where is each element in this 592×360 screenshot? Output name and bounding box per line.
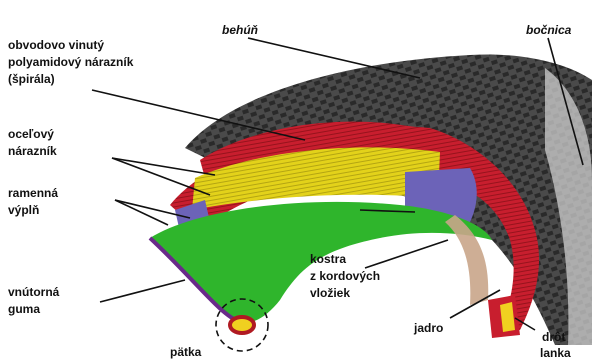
label-steel-2: nárazník	[8, 144, 57, 158]
leader-carcass	[365, 240, 448, 268]
label-shoulder-2: výplň	[8, 203, 39, 217]
label-inner-2: guma	[8, 302, 40, 316]
leader-inner	[100, 280, 185, 302]
label-sidewall: bočnica	[526, 23, 572, 37]
label-carcass-2: z kordových	[310, 269, 380, 283]
label-inner-1: vnútorná	[8, 285, 60, 299]
left-bead-core	[230, 317, 254, 333]
label-carcass-1: kostra	[310, 252, 346, 266]
label-carcass-3: vložiek	[310, 286, 350, 300]
label-wire-1: drôt	[542, 330, 565, 344]
label-bead: pätka	[170, 345, 202, 359]
label-tread: behúň	[222, 23, 258, 37]
leader-steel-2	[112, 158, 210, 195]
label-spiral-3: (špirála)	[8, 72, 55, 86]
label-core: jadro	[413, 321, 443, 335]
label-wire-2: lanka	[540, 346, 571, 360]
label-spiral-2: polyamidový nárazník	[8, 55, 134, 69]
leader-shoulder-2	[115, 200, 168, 225]
label-steel-1: oceľový	[8, 127, 54, 141]
leader-steel-1	[112, 158, 215, 175]
leader-tread	[248, 38, 420, 78]
label-spiral-1: obvodovo vinutý	[8, 38, 104, 52]
label-shoulder-1: ramenná	[8, 186, 58, 200]
